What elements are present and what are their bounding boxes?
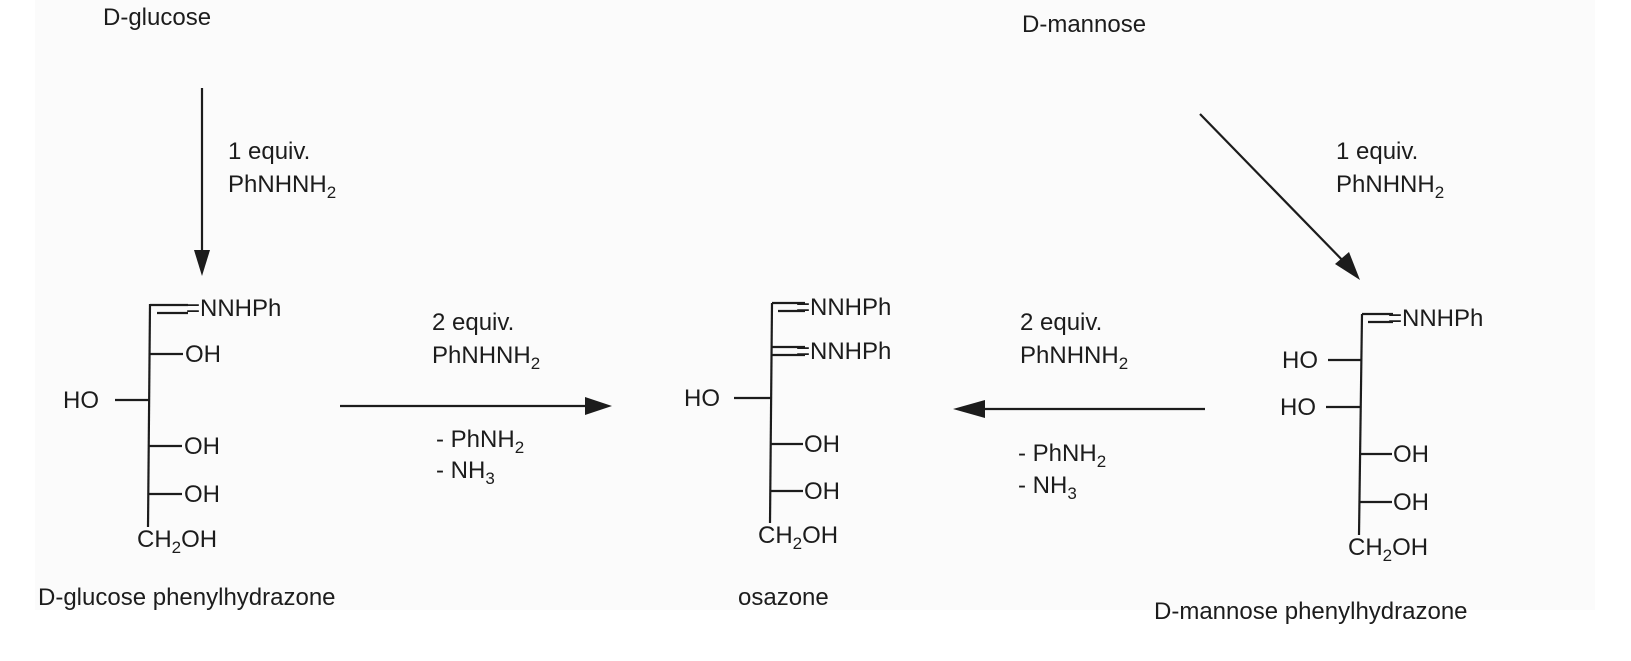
diagram-background xyxy=(35,0,1595,610)
d-mannose-label: D-mannose xyxy=(1022,11,1147,38)
ch-subscript: 2 xyxy=(171,538,182,557)
reagent-subscript: 2 xyxy=(1118,354,1129,373)
byproduct-subscript: 3 xyxy=(485,469,495,488)
osazone-name: osazone xyxy=(738,584,829,611)
byproduct-text: - NH xyxy=(436,457,486,484)
osazone-c3-ho: HO xyxy=(684,385,720,412)
ch-text: CH xyxy=(137,526,172,553)
byproduct-text: - PhNH xyxy=(1018,440,1097,467)
mannose-hydrazone-ch2oh: CH2OH xyxy=(1348,534,1429,565)
glucose-reagent-equiv: 1 equiv. xyxy=(228,138,311,165)
osazone-c5-oh: OH xyxy=(804,478,840,505)
arrow-glucose-hydrazone-to-osazone xyxy=(340,397,612,415)
oh-text: OH xyxy=(181,526,218,553)
reagent-subscript: 2 xyxy=(530,354,541,373)
ch-subscript: 2 xyxy=(1382,546,1393,565)
d-glucose-label: D-glucose xyxy=(103,4,212,31)
right-arrow-reagent-formula: PhNHNH2 xyxy=(432,342,540,373)
left-arrow-byproduct-aniline: - PhNH2 xyxy=(1018,440,1106,471)
mannose-hydrazone-c5-oh: OH xyxy=(1393,489,1429,516)
byproduct-subscript: 2 xyxy=(514,438,525,457)
byproduct-subscript: 2 xyxy=(1096,452,1107,471)
mannose-hydrazone-name: D-mannose phenylhydrazone xyxy=(1154,598,1468,625)
right-arrow-reagent-equiv: 2 equiv. xyxy=(432,309,515,336)
right-arrow-byproduct-aniline: - PhNH2 xyxy=(436,426,524,457)
reagent-text: PhNHNH xyxy=(1336,171,1435,198)
arrow-glucose-to-hydrazone xyxy=(194,88,210,276)
mannose-hydrazone-nnhph: =NNHPh xyxy=(1388,305,1484,332)
byproduct-text: - NH xyxy=(1018,472,1068,499)
glucose-hydrazone-c4-oh: OH xyxy=(184,433,220,460)
glucose-hydrazone-bonds xyxy=(115,303,188,528)
reagent-text: PhNHNH xyxy=(1020,342,1119,369)
mannose-reagent-formula: PhNHNH2 xyxy=(1336,171,1444,202)
left-arrow-reagent-equiv: 2 equiv. xyxy=(1020,309,1103,336)
left-arrow-reagent-formula: PhNHNH2 xyxy=(1020,342,1128,373)
reagent-text: PhNHNH xyxy=(228,171,327,198)
oh-text: OH xyxy=(802,522,839,549)
glucose-hydrazone-c5-oh: OH xyxy=(184,481,220,508)
left-arrow-byproduct-ammonia: - NH3 xyxy=(1018,472,1077,503)
glucose-hydrazone-nnhph: =NNHPh xyxy=(186,295,282,322)
glucose-hydrazone-c2-oh: OH xyxy=(185,341,221,368)
glucose-hydrazone-ch2oh: CH2OH xyxy=(137,526,218,557)
glucose-hydrazone-name: D-glucose phenylhydrazone xyxy=(38,584,336,611)
byproduct-subscript: 3 xyxy=(1067,484,1077,503)
byproduct-text: - PhNH xyxy=(436,426,515,453)
ch-subscript: 2 xyxy=(792,534,803,553)
mannose-hydrazone-c4-oh: OH xyxy=(1393,441,1429,468)
reagent-subscript: 2 xyxy=(1434,183,1445,202)
mannose-hydrazone-bonds xyxy=(1326,312,1393,536)
ch-text: CH xyxy=(758,522,793,549)
right-arrow-byproduct-ammonia: - NH3 xyxy=(436,457,495,488)
reagent-text: PhNHNH xyxy=(432,342,531,369)
mannose-reagent-equiv: 1 equiv. xyxy=(1336,138,1419,165)
glucose-hydrazone-c3-ho: HO xyxy=(63,387,99,414)
osazone-c4-oh: OH xyxy=(804,431,840,458)
osazone-c1-nnhph: =NNHPh xyxy=(796,294,892,321)
mannose-hydrazone-c3-ho: HO xyxy=(1280,394,1316,421)
arrow-mannose-hydrazone-to-osazone xyxy=(953,400,1205,418)
reagent-subscript: 2 xyxy=(326,183,337,202)
osazone-c2-nnhph: =NNHPh xyxy=(796,338,892,365)
osazone-ch2oh: CH2OH xyxy=(758,522,839,553)
arrow-mannose-to-hydrazone xyxy=(1199,113,1360,280)
mannose-hydrazone-c2-ho: HO xyxy=(1282,347,1318,374)
osazone-bonds xyxy=(734,301,805,524)
glucose-reagent-formula: PhNHNH2 xyxy=(228,171,336,202)
ch-text: CH xyxy=(1348,534,1383,561)
oh-text: OH xyxy=(1392,534,1429,561)
